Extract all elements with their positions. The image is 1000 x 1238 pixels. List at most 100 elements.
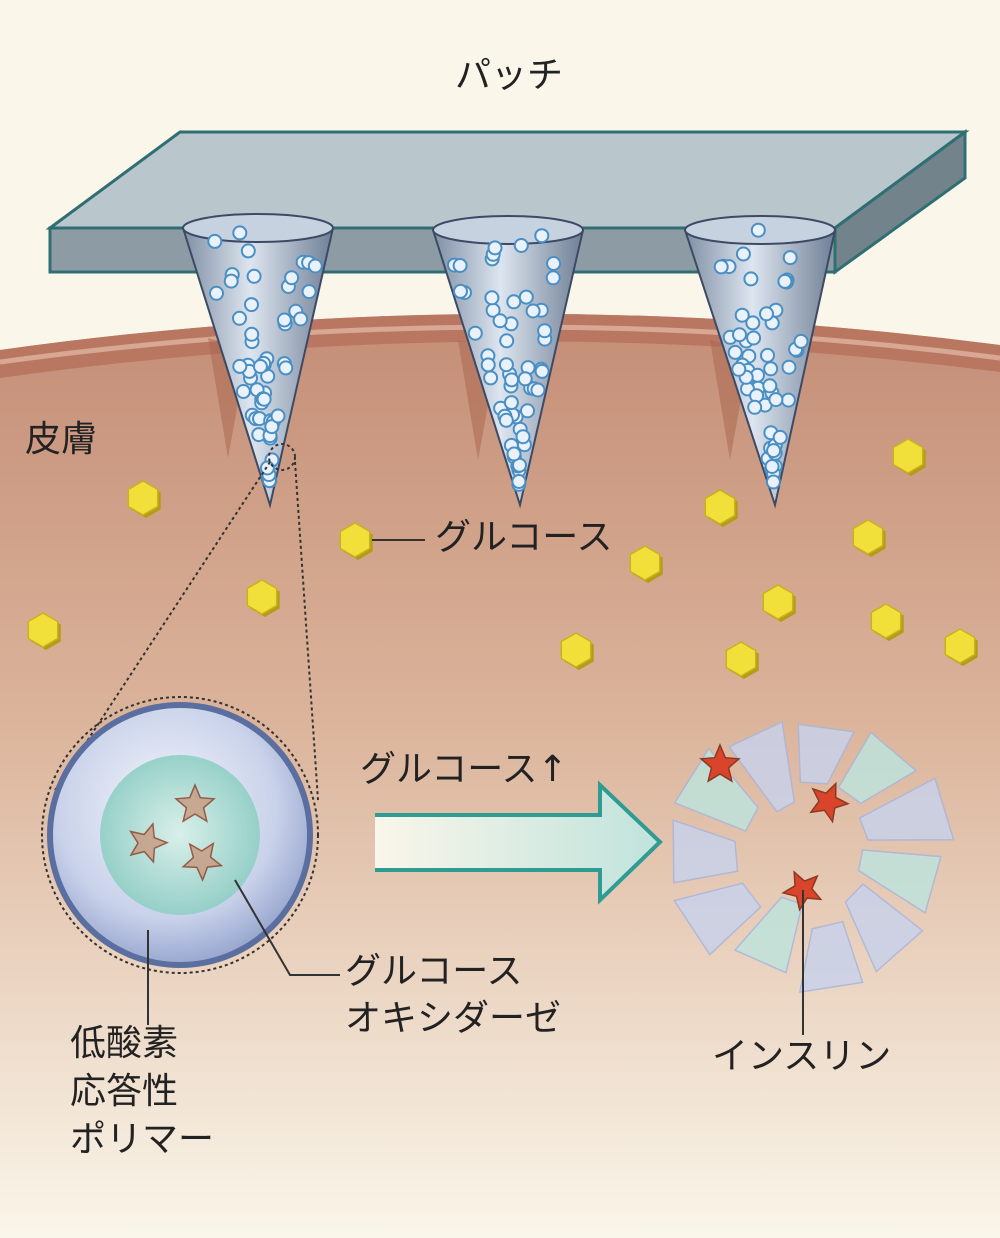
nanoparticle-dot xyxy=(515,429,531,445)
nanoparticle-dot xyxy=(782,250,798,266)
nanoparticle-dot xyxy=(498,357,514,373)
nanoparticle-dot xyxy=(766,443,782,459)
nanoparticle-dot xyxy=(244,297,259,313)
glucose-molecule xyxy=(870,603,904,641)
glucose-molecule xyxy=(560,632,594,670)
nanoparticle-dot xyxy=(235,384,251,399)
nanoparticle-dot xyxy=(713,259,729,275)
nanoparticle-dot xyxy=(545,270,561,286)
nanoparticle-dot xyxy=(734,307,750,323)
nanoparticle-dot xyxy=(246,268,262,284)
polymer-fragment xyxy=(858,777,955,841)
glucose-molecule xyxy=(725,641,759,679)
nanoparticle-dot xyxy=(759,306,774,322)
release-arrow xyxy=(375,780,663,905)
nanoparticle-dot xyxy=(732,327,747,343)
nanoparticle-dot xyxy=(534,363,550,379)
nanoparticle-dot xyxy=(534,228,550,244)
zoom-line-right xyxy=(294,461,319,801)
nanoparticle-dot xyxy=(256,391,272,407)
nanoparticle-dot xyxy=(745,315,761,331)
nanoparticle-dot xyxy=(513,238,529,253)
nanoparticle-dot xyxy=(763,361,779,377)
skin-layer xyxy=(0,313,1000,1238)
nanoparticle-dot xyxy=(781,359,797,375)
insulin-star xyxy=(699,743,741,783)
nanoparticle-dot xyxy=(731,361,747,377)
nanoparticle-dot xyxy=(746,330,762,346)
zoom-line-left xyxy=(54,461,271,791)
glucose-molecule xyxy=(127,480,161,518)
nanoparticle-dot xyxy=(760,347,775,363)
nanoparticle-dot xyxy=(207,233,223,249)
polymer-fragment xyxy=(844,882,924,973)
nanoparticle-dot xyxy=(506,446,522,462)
insulin-star xyxy=(174,783,216,823)
nanoparticle-dot xyxy=(525,303,541,319)
nanoparticle-dot xyxy=(453,283,468,299)
nanoparticle-dot xyxy=(735,246,751,262)
nanoparticle-dot xyxy=(487,240,503,256)
nanoparticle-dot xyxy=(209,285,224,301)
nanoparticle-dot xyxy=(768,392,784,408)
nanoparticle-dot xyxy=(276,312,292,328)
nanoparticle-dot xyxy=(284,270,300,286)
oxidase-leader-line xyxy=(234,879,340,976)
nanoparticle-dot xyxy=(480,357,496,373)
microneedle xyxy=(683,215,837,509)
nanoparticle-dot xyxy=(492,313,508,329)
polymer-label-line1: 低酸素 xyxy=(70,1023,179,1064)
nanoparticle-dot xyxy=(301,284,317,300)
nanoparticle-dot xyxy=(223,273,239,289)
glucose-increase-label: グルコース↑ xyxy=(360,749,568,790)
nanoparticle-dot xyxy=(727,344,743,360)
nanoparticle-dot xyxy=(504,372,520,388)
insulin-star xyxy=(809,781,850,824)
nanoparticle-dot xyxy=(452,258,468,273)
polymer-fragment xyxy=(672,882,762,956)
nanoparticle-dot xyxy=(772,429,788,445)
polymer-fragment xyxy=(798,920,864,994)
glucose-molecule xyxy=(27,612,61,650)
insulin-star xyxy=(781,870,823,912)
glucose-molecule xyxy=(944,628,978,666)
nanoparticle-dot xyxy=(307,258,323,274)
nanoparticle-dot xyxy=(780,392,796,408)
nanoparticle-dot xyxy=(530,382,546,398)
microneedle xyxy=(431,215,585,509)
nanoparticle-dot xyxy=(240,243,256,259)
glucose-label: グルコース xyxy=(435,517,613,558)
nanoparticle-dot xyxy=(467,325,483,341)
nanoparticle-dot xyxy=(232,358,248,374)
patch-label: パッチ xyxy=(455,55,564,96)
nanoparticle-dot xyxy=(499,333,515,349)
nanoparticle-dot xyxy=(484,290,500,306)
nanoparticle-dot xyxy=(793,333,809,349)
insulin-star xyxy=(181,841,224,882)
glucose-oxidase-label-line2: オキシダーゼ xyxy=(345,998,562,1039)
nanoparticle-dot xyxy=(520,403,535,419)
nanoparticle-dot xyxy=(747,399,763,415)
nanoparticle-dot xyxy=(483,370,499,386)
polymer-nanoparticle xyxy=(41,696,319,974)
nanoparticle-dot xyxy=(244,326,260,342)
nanoparticle-dot xyxy=(232,225,248,241)
nanoparticle-dot xyxy=(517,371,533,387)
glucose-molecule xyxy=(246,579,280,617)
glucose-molecule xyxy=(852,519,886,557)
nanoparticle-dot xyxy=(765,474,781,490)
nanoparticle-dot xyxy=(750,222,766,238)
glucose-molecule xyxy=(762,584,796,622)
nanoparticle-dot xyxy=(762,378,778,394)
dissociated-nanoparticle xyxy=(672,720,955,994)
nanoparticle-dot xyxy=(511,474,527,489)
skin-label: 皮膚 xyxy=(25,419,98,460)
polymer-fragment xyxy=(727,720,796,813)
nanoparticle-dot xyxy=(498,412,514,428)
polymer-fragment xyxy=(837,731,918,805)
nanoparticle-dot xyxy=(252,359,268,374)
glucose-molecule xyxy=(629,545,663,583)
glucose-molecule xyxy=(339,522,373,560)
polymer-fragment xyxy=(797,723,856,785)
polymer-fragment xyxy=(857,849,942,915)
